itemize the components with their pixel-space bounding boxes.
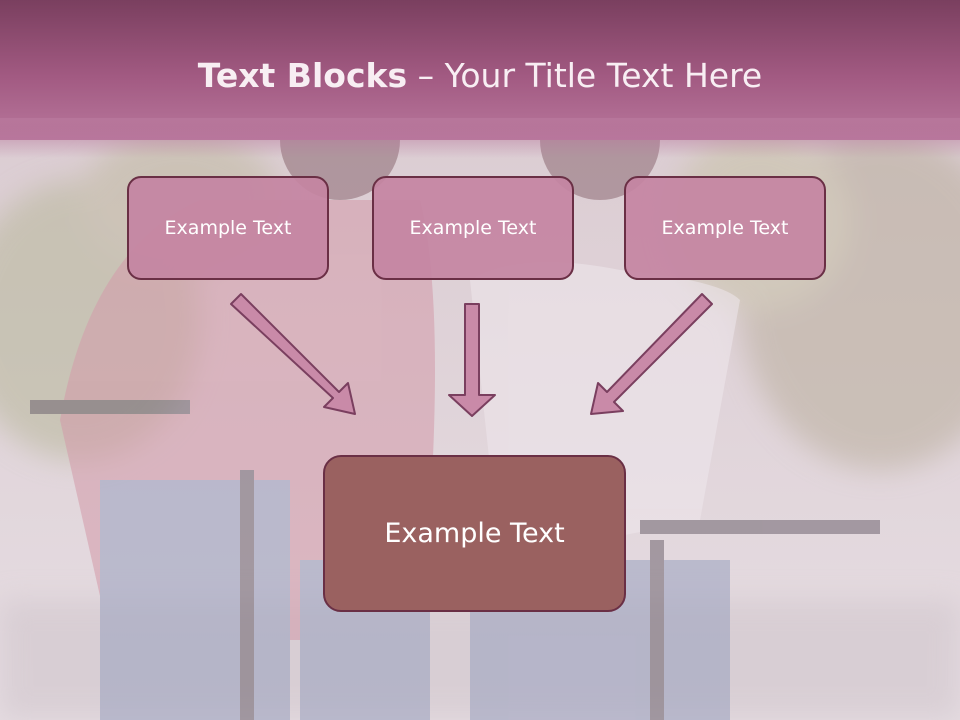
text-block-2[interactable]: Example Text <box>372 176 574 280</box>
text-block-1[interactable]: Example Text <box>127 176 329 280</box>
text-block-1-label: Example Text <box>164 217 292 239</box>
text-block-3-label: Example Text <box>661 217 789 239</box>
title-dash: – <box>407 56 445 95</box>
page-title: Text Blocks – Your Title Text Here <box>0 54 960 98</box>
title-banner <box>0 0 960 140</box>
main-text-block-label: Example Text <box>384 518 565 549</box>
main-text-block[interactable]: Example Text <box>323 455 626 612</box>
title-banner-fade <box>0 118 960 158</box>
text-block-2-label: Example Text <box>409 217 537 239</box>
title-rest: Your Title Text Here <box>444 56 763 95</box>
title-bold: Text Blocks <box>197 56 408 95</box>
text-block-3[interactable]: Example Text <box>624 176 826 280</box>
